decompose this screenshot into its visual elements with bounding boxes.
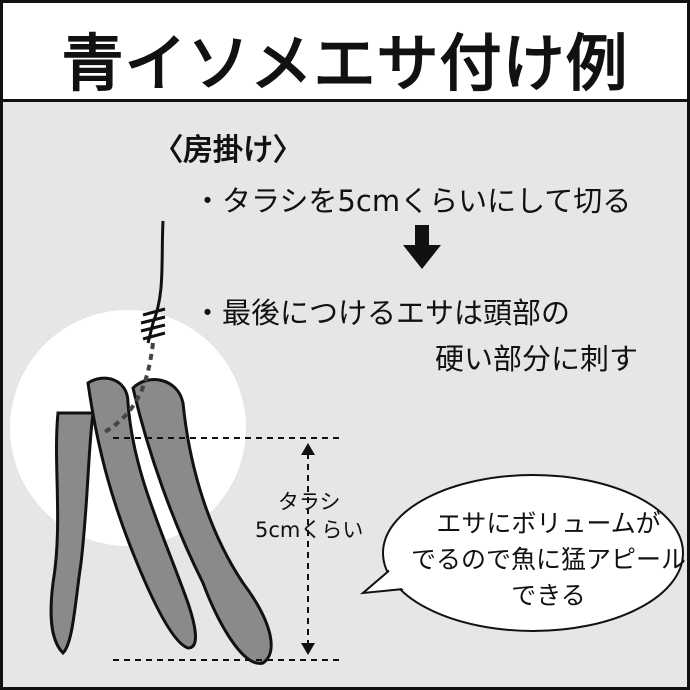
length-label-line-1: タラシ [277, 490, 341, 514]
speech-bubble-inner [385, 477, 681, 629]
worms [49, 376, 273, 665]
down-arrow-icon [403, 225, 441, 269]
length-guides [113, 437, 343, 661]
line-knot [140, 307, 166, 341]
bubble-line-3: できる [511, 581, 586, 610]
worm-illustration [10, 220, 684, 665]
bubble-line-2: でるので魚に猛アピール [411, 545, 687, 574]
bubble-line-1: エサにボリュームが [436, 509, 661, 538]
step-2-continued: 硬い部分に刺す [435, 342, 639, 376]
step-2: ・最後につけるエサは頭部の [193, 296, 571, 330]
length-label: タラシ 5cmくらい [255, 488, 363, 544]
step-1: ・タラシを5cmくらいにして切る [193, 184, 632, 218]
title-bar: 青イソメエサ付け例 [3, 3, 687, 102]
length-label-line-2: 5cmくらい [255, 518, 364, 542]
bubble-text: エサにボリュームが でるので魚に猛アピール できる [411, 506, 686, 614]
method-label: 〈房掛け〉 [153, 133, 303, 168]
hook-inside-worm [102, 342, 155, 435]
page-title: 青イソメエサ付け例 [61, 27, 629, 100]
